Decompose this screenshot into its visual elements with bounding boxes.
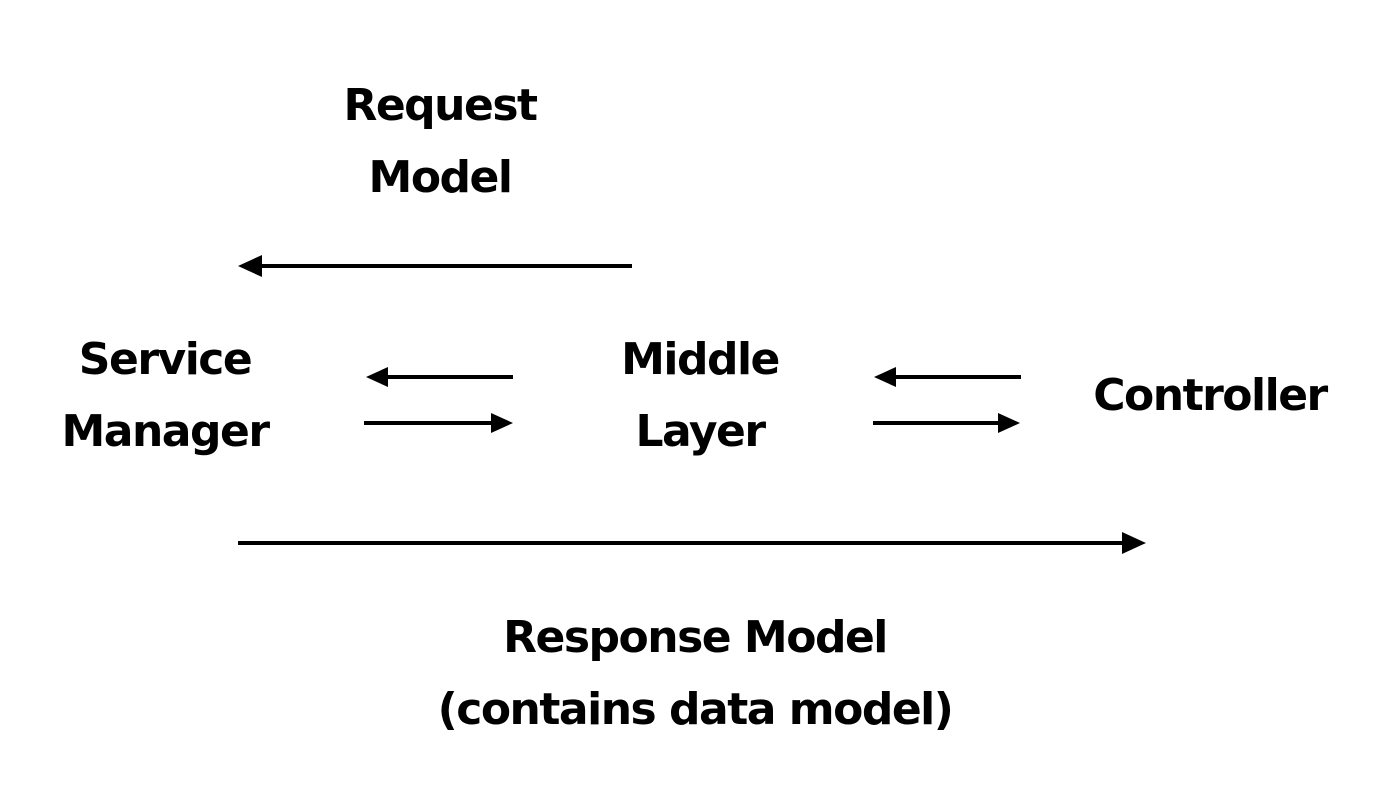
request-model-arrow xyxy=(238,255,632,277)
service-manager-line1: Service xyxy=(78,334,253,385)
middle-to-service-arrow xyxy=(366,367,513,387)
service-manager-label: Service Manager xyxy=(20,324,310,468)
middle-layer-line2: Layer xyxy=(635,406,766,457)
middle-layer-label: Middle Layer xyxy=(560,324,840,468)
controller-to-middle-arrow xyxy=(874,367,1021,387)
response-model-line1: Response Model xyxy=(503,612,888,663)
response-model-arrow xyxy=(238,532,1146,554)
controller-text: Controller xyxy=(1093,370,1328,421)
service-manager-line2: Manager xyxy=(61,406,270,457)
controller-label: Controller xyxy=(1060,360,1360,432)
service-to-middle-arrow xyxy=(364,413,513,433)
request-model-line1: Request xyxy=(343,80,538,131)
response-model-label: Response Model (contains data model) xyxy=(390,602,1000,746)
middle-layer-line1: Middle xyxy=(621,334,780,385)
middle-to-controller-arrow xyxy=(873,413,1020,433)
response-model-line2: (contains data model) xyxy=(437,684,954,735)
request-model-line2: Model xyxy=(368,152,513,203)
request-model-label: Request Model xyxy=(300,70,580,214)
